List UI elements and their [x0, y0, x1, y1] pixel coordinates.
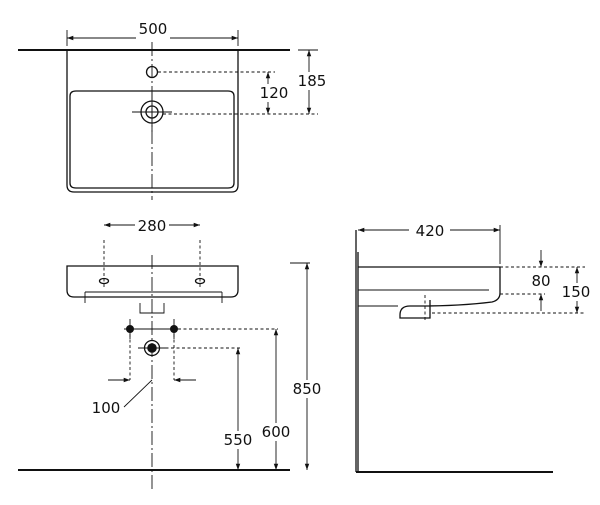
- dimension-side-height-full: 150: [562, 283, 591, 301]
- basin-outline-side: [358, 266, 501, 319]
- water-supply-left: [126, 325, 134, 333]
- tap-hole: [145, 65, 159, 79]
- dimension-depth-side: 420: [416, 222, 445, 240]
- label-backing: [529, 272, 553, 290]
- dimension-trap-height: 600: [262, 423, 291, 441]
- top-view: 500 120 185: [18, 20, 329, 200]
- side-view: 420 80 150: [355, 222, 593, 473]
- front-view: 280 100 550 600 850: [18, 217, 324, 490]
- label-backing: [257, 84, 291, 102]
- basin-outline-top: [66, 50, 239, 193]
- label-backing: [221, 431, 255, 449]
- dimension-waste-spacing: 100: [92, 399, 121, 417]
- water-supply-right: [170, 325, 178, 333]
- label-backing: [413, 222, 447, 240]
- label-backing: [290, 380, 324, 398]
- tap-hole-left: [98, 277, 110, 285]
- dimension-tap-spacing: 280: [138, 217, 167, 235]
- label-backing: [135, 217, 169, 235]
- label-backing: [259, 423, 293, 441]
- basin-outline-front: [66, 265, 239, 298]
- dimension-waste-height: 550: [224, 431, 253, 449]
- label-backing: [89, 399, 123, 417]
- label-backing: [295, 72, 329, 90]
- dimension-side-height-short: 80: [531, 272, 550, 290]
- bowl-outline-top: [69, 90, 235, 189]
- label-backing: [559, 283, 593, 301]
- label-backing: [136, 20, 170, 38]
- dimension-width-top: 500: [139, 20, 168, 38]
- dimension-tap-to-drain: 120: [260, 84, 289, 102]
- waste-outlet: [143, 339, 161, 357]
- dimension-wall-to-drain: 185: [298, 72, 327, 90]
- dimension-rim-height: 850: [293, 380, 322, 398]
- tap-hole-right: [194, 277, 206, 285]
